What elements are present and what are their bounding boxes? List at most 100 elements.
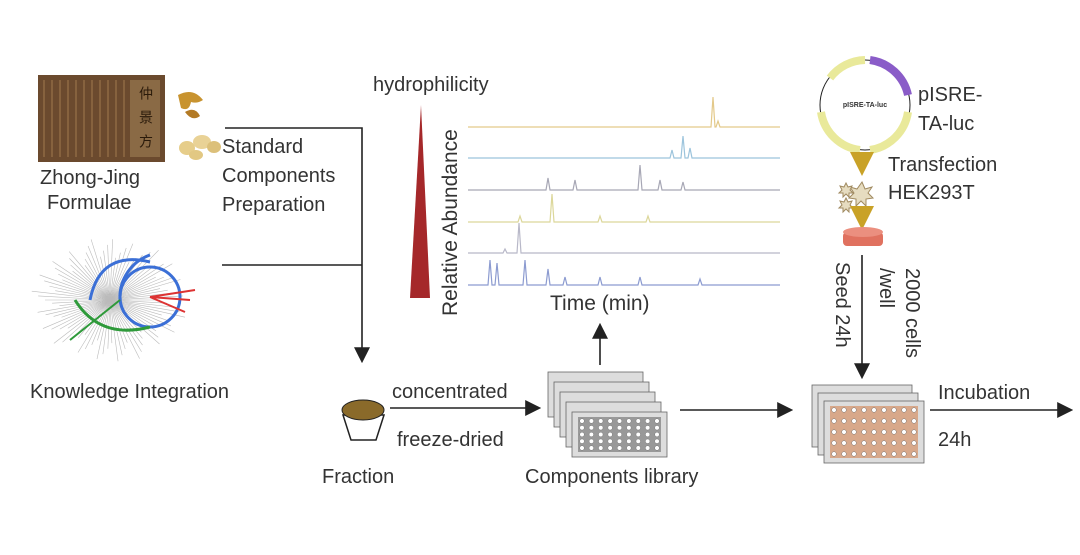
well xyxy=(901,407,907,413)
well xyxy=(911,429,917,435)
well-plate xyxy=(571,411,668,458)
hek293t-cells-icon xyxy=(837,180,875,214)
well xyxy=(616,431,623,438)
well xyxy=(841,429,847,435)
well xyxy=(598,438,604,444)
well xyxy=(871,451,877,457)
well xyxy=(635,425,641,431)
library-label: Components library xyxy=(525,466,699,488)
book-image xyxy=(38,75,165,162)
x-axis-label: Time (min) xyxy=(550,292,650,315)
well xyxy=(871,440,877,446)
cell-line-label: HEK293T xyxy=(888,182,975,204)
well xyxy=(901,440,907,446)
well xyxy=(626,418,632,424)
plasmid-label-2: TA-luc xyxy=(918,113,975,135)
well xyxy=(607,445,613,451)
well xyxy=(654,425,660,431)
plasmid-map-icon: pISRE-TA-luc xyxy=(817,56,912,154)
cells-label-2: /well xyxy=(875,268,897,309)
well xyxy=(911,418,917,424)
well xyxy=(901,418,907,424)
well xyxy=(841,418,847,424)
book-title-glyphs: 仲景方 xyxy=(137,86,153,158)
well xyxy=(831,418,837,424)
well xyxy=(654,431,660,438)
well xyxy=(851,407,857,413)
well xyxy=(841,451,847,457)
well xyxy=(598,445,604,451)
well xyxy=(861,440,867,446)
well xyxy=(851,418,857,424)
well xyxy=(616,445,623,451)
well xyxy=(891,407,897,413)
well xyxy=(579,431,585,438)
well xyxy=(626,445,632,451)
well xyxy=(645,425,651,431)
herbs-image xyxy=(178,91,221,160)
well xyxy=(911,451,917,457)
well xyxy=(881,451,887,457)
well xyxy=(579,425,585,431)
assay-96-well-plates xyxy=(811,384,925,464)
well xyxy=(911,407,917,413)
fraction-label: Fraction xyxy=(322,466,395,488)
well xyxy=(598,418,604,424)
well xyxy=(891,440,897,446)
well xyxy=(607,418,613,424)
well xyxy=(645,431,651,438)
well xyxy=(626,425,632,431)
well xyxy=(616,425,623,431)
well xyxy=(871,429,877,435)
well xyxy=(861,429,867,435)
well xyxy=(645,445,651,451)
well xyxy=(616,438,623,444)
well xyxy=(607,438,613,444)
cells-label-1: 2000 cells xyxy=(901,268,923,359)
well xyxy=(626,438,632,444)
well xyxy=(607,425,613,431)
y-axis-label: Relative Abundance xyxy=(439,129,462,316)
well xyxy=(851,429,857,435)
well xyxy=(861,418,867,424)
formulae-label-1: Zhong-Jing xyxy=(40,167,141,189)
knowledge-network-image xyxy=(31,239,196,362)
chromatogram-trace xyxy=(468,96,780,128)
well xyxy=(654,438,660,444)
seed-label: Seed 24h xyxy=(831,262,853,348)
well xyxy=(616,418,623,424)
well xyxy=(635,438,641,444)
chromatogram-trace xyxy=(468,164,780,191)
well xyxy=(654,418,660,424)
arrow-to-fraction xyxy=(225,127,370,364)
standard-label-3: Preparation xyxy=(222,194,326,216)
freeze-dried-label: freeze-dried xyxy=(397,429,504,451)
well xyxy=(851,440,857,446)
incubation-time-label: 24h xyxy=(938,429,972,451)
well xyxy=(635,445,641,451)
well xyxy=(588,418,594,424)
well xyxy=(841,440,847,446)
knowledge-label: Knowledge Integration xyxy=(30,381,230,403)
well xyxy=(635,431,641,438)
well xyxy=(901,429,907,435)
fraction-cup-icon xyxy=(341,399,386,441)
well xyxy=(588,438,594,444)
incubation-label: Incubation xyxy=(938,382,1031,404)
well xyxy=(881,407,887,413)
well xyxy=(861,407,867,413)
transfection-label: Transfection xyxy=(888,154,998,176)
plasmid-center-label: pISRE-TA-luc xyxy=(843,102,887,109)
well xyxy=(891,451,897,457)
chromatogram-trace xyxy=(468,193,780,223)
well xyxy=(607,431,613,438)
well xyxy=(881,418,887,424)
chromatogram-trace xyxy=(468,259,780,286)
hydrophilicity-gradient-triangle xyxy=(410,105,430,298)
well-plate xyxy=(823,400,925,464)
well xyxy=(598,425,604,431)
well xyxy=(831,407,837,413)
well xyxy=(598,431,604,438)
